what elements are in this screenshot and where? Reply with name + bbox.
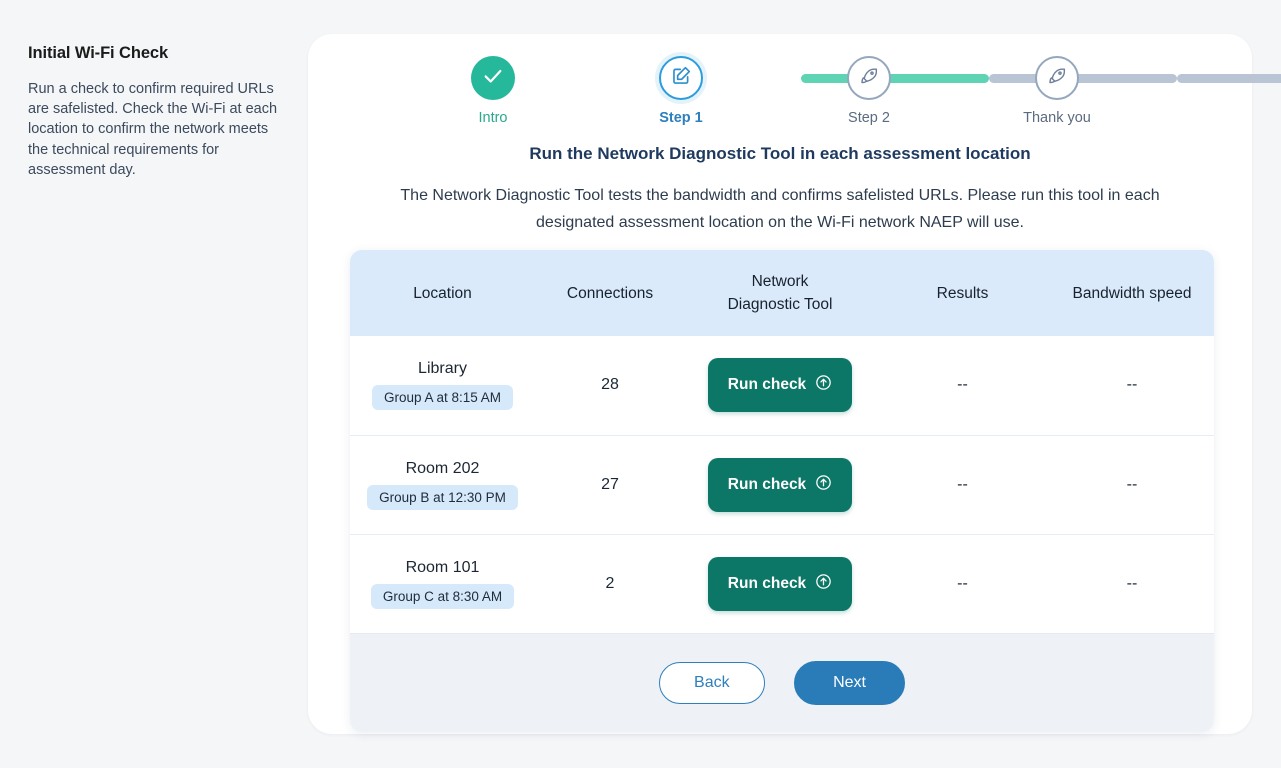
progress-stepper: Intro Step 1	[308, 56, 1281, 152]
cell-bandwidth: --	[1050, 534, 1214, 634]
cell-location: Room 101 Group C at 8:30 AM	[350, 534, 535, 634]
table-header-row: Location Connections Network Diagnostic …	[350, 250, 1214, 336]
stepper-connector-1	[801, 74, 989, 83]
sidebar-description: Run a check to confirm required URLs are…	[28, 81, 278, 178]
arrow-up-circle-icon	[815, 474, 832, 496]
location-schedule-badge: Group A at 8:15 AM	[371, 385, 514, 411]
next-button[interactable]: Next	[794, 660, 905, 705]
cell-results: --	[875, 435, 1050, 535]
table-body: Library Group A at 8:15 AM 28 Run check	[350, 336, 1214, 634]
column-header-location: Location	[350, 250, 535, 336]
step-label-step2: Step 2	[848, 110, 890, 126]
rocket-icon	[859, 66, 879, 91]
step-label-step1: Step 1	[659, 110, 703, 126]
section-title: Run the Network Diagnostic Tool in each …	[529, 144, 1031, 163]
pencil-square-icon	[671, 65, 692, 91]
table-row: Library Group A at 8:15 AM 28 Run check	[350, 336, 1214, 436]
table-head: Location Connections Network Diagnostic …	[350, 250, 1214, 336]
location-schedule-badge: Group C at 8:30 AM	[370, 583, 515, 609]
arrow-up-circle-icon	[815, 573, 832, 595]
cell-connections: 28	[535, 336, 685, 436]
table-row: Room 101 Group C at 8:30 AM 2 Run check	[350, 534, 1214, 634]
column-header-connections: Connections	[535, 250, 685, 336]
step-circle-thank-you	[1035, 56, 1079, 100]
location-name: Library	[418, 360, 467, 378]
run-check-button[interactable]: Run check	[707, 556, 853, 611]
sidebar: Initial Wi-Fi Check Run a check to confi…	[28, 44, 278, 180]
step-label-thank-you: Thank you	[1023, 110, 1091, 126]
cell-run-check: Run check	[685, 435, 875, 535]
cell-results: --	[875, 336, 1050, 436]
locations-table: Location Connections Network Diagnostic …	[350, 250, 1214, 634]
cell-connections: 27	[535, 435, 685, 535]
stepper-step-1[interactable]: Step 1	[621, 56, 741, 126]
cell-location: Room 202 Group B at 12:30 PM	[350, 435, 535, 535]
arrow-up-circle-icon	[815, 374, 832, 396]
cell-results: --	[875, 534, 1050, 634]
column-header-network-diagnostic-tool: Network Diagnostic Tool	[685, 250, 875, 336]
cell-bandwidth: --	[1050, 336, 1214, 436]
run-check-label: Run check	[727, 376, 807, 394]
stepper-connector-3	[1177, 74, 1281, 83]
column-header-tool-line2: Diagnostic Tool	[727, 296, 833, 313]
run-check-button[interactable]: Run check	[707, 457, 853, 512]
location-name: Room 101	[405, 558, 480, 576]
table-row: Room 202 Group B at 12:30 PM 27 Run chec…	[350, 435, 1214, 535]
column-header-tool-line1: Network	[751, 273, 809, 290]
cell-location: Library Group A at 8:15 AM	[350, 336, 535, 436]
location-name: Room 202	[405, 459, 480, 477]
cell-run-check: Run check	[685, 336, 875, 436]
back-button[interactable]: Back	[659, 661, 765, 704]
run-check-button[interactable]: Run check	[707, 358, 853, 413]
cell-connections: 2	[535, 534, 685, 634]
page-title: Initial Wi-Fi Check	[28, 44, 169, 62]
location-schedule-badge: Group B at 12:30 PM	[367, 484, 518, 510]
step-circle-step1	[659, 56, 703, 100]
cell-run-check: Run check	[685, 534, 875, 634]
cell-bandwidth: --	[1050, 435, 1214, 535]
column-header-results: Results	[875, 250, 1050, 336]
section-description: The Network Diagnostic Tool tests the ba…	[400, 187, 1160, 231]
step-label-intro: Intro	[478, 110, 508, 126]
stepper-step-thank-you[interactable]: Thank you	[997, 56, 1117, 126]
column-header-bandwidth-speed: Bandwidth speed	[1050, 250, 1214, 336]
diagnostic-panel: Location Connections Network Diagnostic …	[350, 250, 1214, 732]
stepper-connector-2	[989, 74, 1177, 83]
main-card: Intro Step 1	[308, 34, 1281, 734]
step-circle-step2	[847, 56, 891, 100]
stepper-step-intro[interactable]: Intro	[433, 56, 553, 126]
run-check-label: Run check	[727, 475, 807, 493]
step-circle-intro	[471, 56, 515, 100]
panel-footer: Back Next	[350, 633, 1214, 732]
rocket-icon	[1047, 66, 1067, 91]
check-icon	[482, 65, 504, 92]
run-check-label: Run check	[727, 574, 807, 592]
stepper-step-2[interactable]: Step 2	[809, 56, 929, 126]
